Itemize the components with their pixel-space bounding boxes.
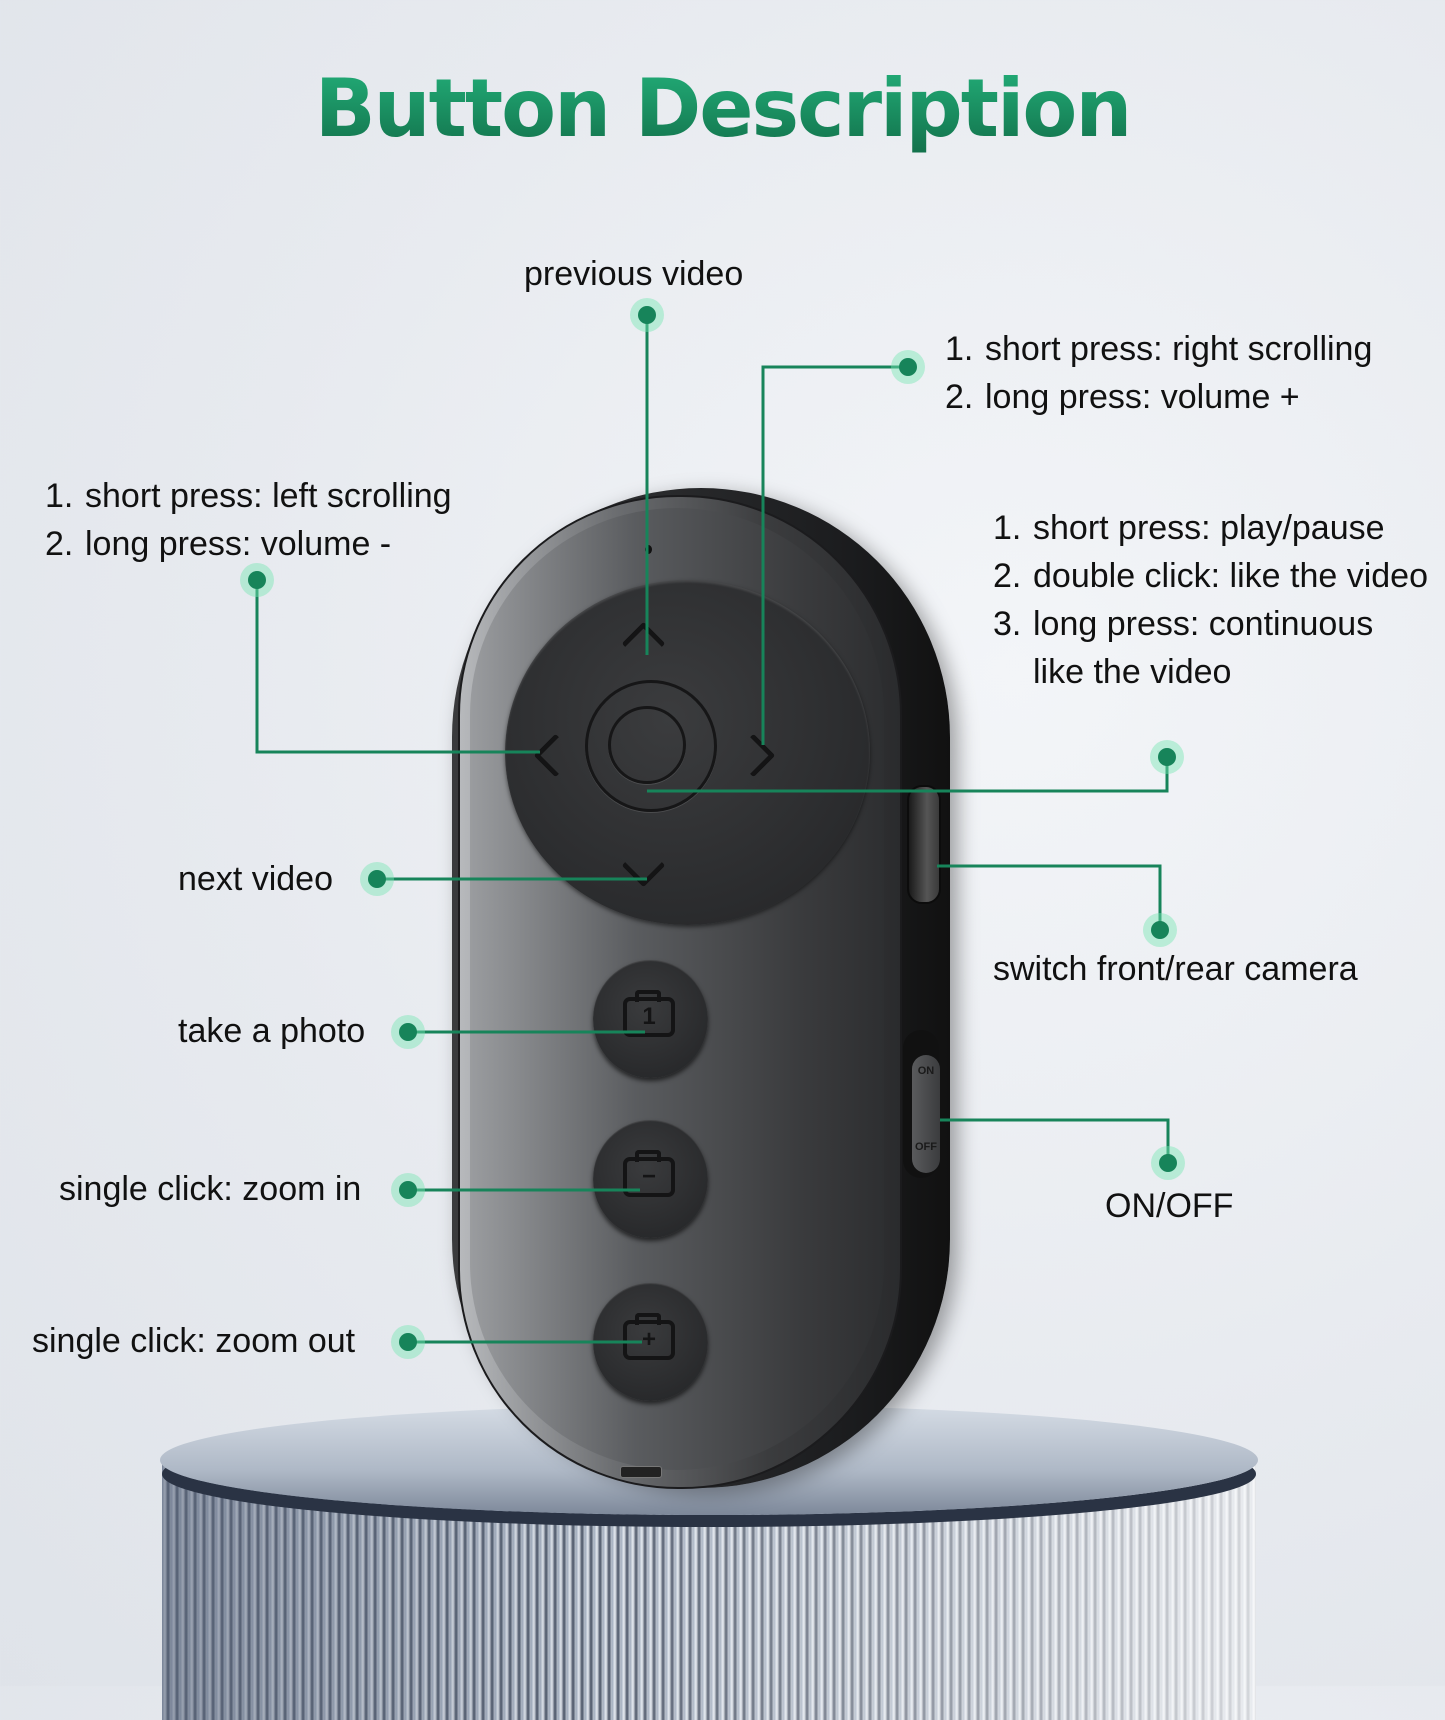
callout-dot-left — [248, 571, 266, 589]
camera-icon: 1 — [623, 990, 675, 1037]
zoom-in-button[interactable]: − — [593, 1120, 708, 1238]
list-item: 1.short press: play/pause — [993, 509, 1385, 547]
callout-dot-photo — [399, 1023, 417, 1041]
power-switch[interactable]: ON OFF — [912, 1055, 940, 1173]
callout-dot-previous — [638, 306, 656, 324]
label-center-button: 1.short press: play/pause 2.double click… — [993, 504, 1433, 696]
center-button[interactable] — [608, 706, 686, 784]
camera-plus-icon: + — [623, 1313, 675, 1360]
callout-dot-zoom-in — [399, 1181, 417, 1199]
list-item: 2.double click: like the video — [993, 557, 1429, 595]
list-item: 2.long press: volume - — [45, 525, 392, 563]
photo-button[interactable]: 1 — [593, 960, 708, 1078]
label-zoom-in: single click: zoom in — [59, 1170, 362, 1208]
list-item: 1.short press: left scrolling — [45, 477, 452, 515]
label-next-video: next video — [178, 860, 333, 898]
label-take-photo: take a photo — [178, 1012, 366, 1050]
callout-dot-right — [899, 358, 917, 376]
label-switch-camera: switch front/rear camera — [993, 950, 1358, 988]
callout-dot-center — [1158, 748, 1176, 766]
page-title: Button Description — [0, 62, 1445, 155]
center-button-ring — [585, 680, 717, 812]
camera-switch-side-button[interactable] — [907, 785, 941, 904]
callout-dot-zoom-out — [399, 1333, 417, 1351]
label-right-button: 1.short press: right scrolling 2.long pr… — [945, 325, 1372, 421]
list-item: 2.long press: volume + — [945, 378, 1300, 416]
list-item: 1.short press: right scrolling — [945, 330, 1373, 368]
indicator-hole — [645, 545, 652, 554]
list-item: 3.long press: continuous like the video — [993, 605, 1374, 691]
label-zoom-out: single click: zoom out — [32, 1322, 356, 1360]
callout-dot-switch-camera — [1151, 921, 1169, 939]
label-previous-video: previous video — [524, 255, 744, 293]
charging-port — [620, 1466, 662, 1478]
zoom-out-button[interactable]: + — [593, 1283, 708, 1401]
label-power: ON/OFF — [1105, 1187, 1234, 1225]
camera-minus-icon: − — [623, 1150, 675, 1197]
callout-dot-power — [1159, 1154, 1177, 1172]
label-left-button: 1.short press: left scrolling 2.long pre… — [45, 472, 452, 568]
callout-dot-next — [368, 870, 386, 888]
